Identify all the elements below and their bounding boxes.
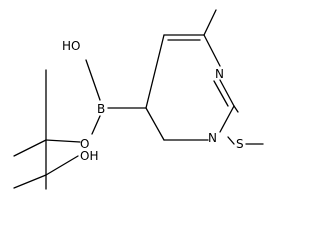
- label-ring-n-bottom: N: [208, 131, 217, 145]
- bond-c2-n3: [219, 105, 235, 133]
- label-oh-carbon: OH: [80, 149, 98, 163]
- pyrimidine-ring: [145, 34, 235, 141]
- bond-c2-s: [233, 105, 239, 113]
- label-boron: B: [97, 102, 105, 116]
- molecule-drawing: HO B O N N S OH: [13, 9, 264, 190]
- structure-diagram: HO B O N N S OH: [13, 9, 264, 190]
- bond-c2-methyl-left: [13, 174, 47, 189]
- bond-n1-c2-double: [213, 80, 229, 107]
- bond-c-methyl-left: [13, 139, 47, 157]
- bond-c2-oh: [45, 155, 79, 176]
- label-ring-n-top: N: [215, 67, 224, 81]
- bond-b-o: [91, 115, 101, 135]
- bond-s-left: [227, 136, 235, 145]
- label-ho-boron: HO: [62, 39, 80, 53]
- label-sulfur: S: [236, 137, 244, 151]
- bond-b-oh: [85, 59, 101, 101]
- bond-methyl: [203, 9, 217, 36]
- bond-n1-c2: [219, 79, 235, 107]
- bond-c6-n1: [203, 34, 221, 67]
- bond-c4-c4a: [145, 107, 165, 141]
- bond-o-c: [45, 139, 81, 143]
- bond-c4a-c5: [145, 34, 165, 109]
- label-ester-oxygen: O: [80, 137, 89, 151]
